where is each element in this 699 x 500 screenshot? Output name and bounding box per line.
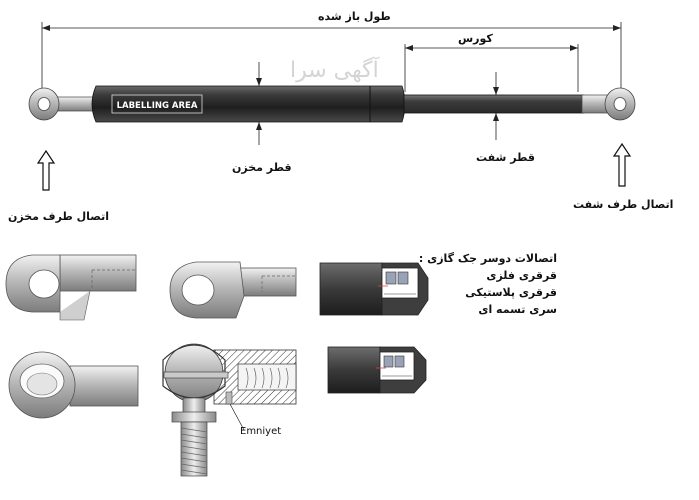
fitting-ball-socket [8,351,139,419]
fitting-eye-offset [169,261,297,319]
overall-length-dimension [41,22,622,92]
shaft-eye-fitting [581,87,636,121]
cylinder-diameter-label: قطر مخزن [232,161,292,174]
cylinder-diameter-marks [256,62,262,145]
cylinder-end-arrow [36,149,56,191]
fitting-clip-top [319,262,429,316]
shaft-end-arrow [612,142,632,187]
labelling-area-text: LABELLING AREA [117,101,198,111]
piston-rod [403,94,585,114]
fitting-ball-joint-section [162,343,297,477]
emniyet-label: Emniyet [240,426,282,437]
fitting-eye-straight [5,254,137,321]
end-fitting-item: سری تسمه ای [478,303,557,316]
shaft-diameter-marks [493,72,499,140]
shaft-diameter-label: قطر شفت [476,151,535,164]
stroke-dimension [404,44,579,92]
cylinder-end-connection-label: اتصال طرف مخزن [8,210,110,223]
cylinder-body: LABELLING AREA [91,85,406,123]
shaft-end-connection-label: اتصال طرف شفت [573,198,674,211]
overall-length-label: طول باز شده [318,10,391,23]
cylinder-eye-fitting [28,87,97,121]
watermark-text: آگهی سرا [290,58,379,83]
fitting-clip-bottom [327,346,427,394]
end-fitting-item: قرقری فلزی [486,269,557,282]
end-fittings-list: اتصالات دوسر جک گازی : قرقری فلزی قرقری … [419,250,557,318]
end-fittings-heading: اتصالات دوسر جک گازی : [418,252,557,265]
end-fitting-item: قرقری پلاستیکی [465,286,557,299]
stroke-label: کورس [458,32,493,45]
